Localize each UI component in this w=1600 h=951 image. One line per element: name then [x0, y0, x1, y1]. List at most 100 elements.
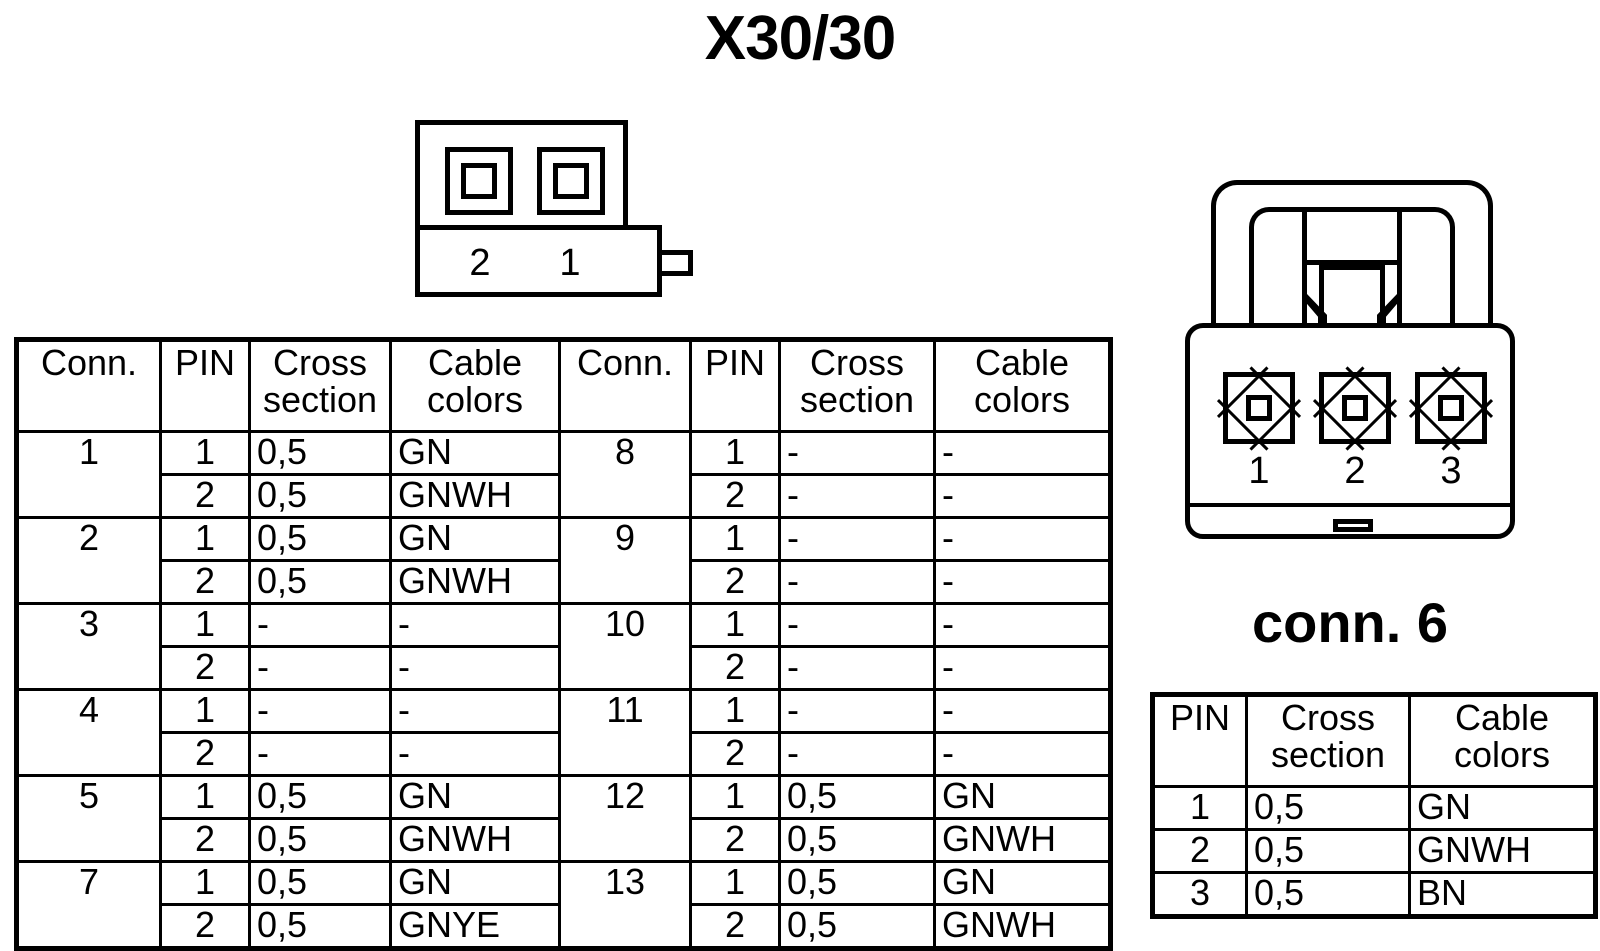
header-colors-left: Cable colors: [389, 338, 561, 433]
table-row: 2--2--: [17, 645, 1112, 691]
cell-pin-left: 1: [159, 430, 251, 476]
two-pin-connector-drawing: 2 1: [415, 120, 705, 300]
two-pin-cavity-2-inner: [461, 163, 497, 199]
cell-pin-right: 2: [689, 731, 781, 777]
cell-pin-left: 2: [159, 559, 251, 605]
cell-conn-right: 11: [558, 688, 692, 777]
cell-conn-right: 12: [558, 774, 692, 863]
cell-conn-left: 5: [15, 774, 162, 863]
three-pin-cavity-1-inner: [1246, 395, 1272, 421]
cell-cross-left: 0,5: [248, 516, 392, 562]
cell-cross-left: -: [248, 731, 392, 777]
cell-pin-right: 2: [689, 817, 781, 863]
cell-pin-right: 2: [689, 559, 781, 605]
main-table-head: Conn. PIN Cross section Cable colors Con…: [15, 338, 1112, 433]
cell-colors-left: -: [389, 602, 561, 648]
cell-pin-right: 1: [689, 602, 781, 648]
conn6-cell-pin: 3: [1151, 871, 1248, 918]
three-pin-body-divider: [1190, 503, 1510, 507]
cell-pin-right: 1: [689, 774, 781, 820]
cell-cross-right: 0,5: [778, 903, 936, 950]
three-pin-bottom-slot: [1333, 519, 1373, 532]
two-pin-cavity-1: [537, 147, 605, 215]
two-pin-connector-base: 2 1: [415, 225, 662, 297]
three-pin-label-2: 2: [1344, 450, 1366, 492]
two-pin-cavity-1-inner: [553, 163, 589, 199]
cell-colors-right: -: [933, 559, 1112, 605]
cell-colors-right: -: [933, 516, 1112, 562]
three-pin-cavity-3: [1408, 366, 1494, 451]
conn6-cell-colors: GNWH: [1408, 828, 1597, 874]
cell-pin-left: 2: [159, 473, 251, 519]
cell-pin-right: 1: [689, 516, 781, 562]
cell-conn-right: 10: [558, 602, 692, 691]
cell-cross-right: -: [778, 602, 936, 648]
header-colors-right: Cable colors: [933, 338, 1112, 433]
cell-colors-right: -: [933, 473, 1112, 519]
cell-pin-right: 1: [689, 688, 781, 734]
conn6-cell-cross: 0,5: [1245, 828, 1411, 874]
cell-conn-right: 13: [558, 860, 692, 950]
main-pinout-table: Conn. PIN Cross section Cable colors Con…: [14, 337, 1113, 951]
header-conn-left: Conn.: [15, 338, 162, 433]
two-pin-connector-housing: [415, 120, 628, 230]
cell-colors-left: -: [389, 688, 561, 734]
cell-cross-right: -: [778, 473, 936, 519]
header-cross-left: Cross section: [248, 338, 392, 433]
cell-cross-left: 0,5: [248, 817, 392, 863]
cell-cross-right: -: [778, 430, 936, 476]
cell-colors-left: GN: [389, 516, 561, 562]
cell-cross-right: 0,5: [778, 817, 936, 863]
cell-colors-left: GNWH: [389, 559, 561, 605]
cell-colors-left: -: [389, 645, 561, 691]
cell-conn-right: 8: [558, 430, 692, 519]
conn6-cell-pin: 2: [1151, 828, 1248, 874]
three-pin-tongue-bar: [1302, 260, 1402, 265]
cell-cross-right: -: [778, 731, 936, 777]
three-pin-label-3: 3: [1440, 450, 1462, 492]
three-pin-cavity-2: [1312, 366, 1398, 451]
cell-colors-right: -: [933, 688, 1112, 734]
cell-conn-left: 1: [15, 430, 162, 519]
cell-colors-right: GNWH: [933, 817, 1112, 863]
conn6-header-cross: Cross section: [1245, 693, 1411, 788]
three-pin-cavity-3-inner: [1438, 395, 1464, 421]
header-cross-right: Cross section: [778, 338, 936, 433]
cell-pin-right: 1: [689, 430, 781, 476]
conn6-table-head: PIN Cross section Cable colors: [1151, 693, 1597, 788]
cell-colors-right: -: [933, 430, 1112, 476]
two-pin-label-2: 2: [469, 242, 491, 284]
three-pin-latch-tongue: [1302, 210, 1402, 335]
cell-colors-right: -: [933, 645, 1112, 691]
page-title: X30/30: [704, 4, 897, 73]
cell-conn-left: 7: [15, 860, 162, 950]
cell-cross-right: -: [778, 645, 936, 691]
cell-cross-left: 0,5: [248, 559, 392, 605]
cell-cross-left: 0,5: [248, 860, 392, 906]
cell-colors-right: -: [933, 602, 1112, 648]
cell-pin-left: 1: [159, 516, 251, 562]
cell-cross-left: -: [248, 645, 392, 691]
cell-pin-left: 2: [159, 645, 251, 691]
cell-pin-left: 1: [159, 688, 251, 734]
cell-cross-right: 0,5: [778, 774, 936, 820]
two-pin-label-1: 1: [559, 242, 581, 284]
cell-pin-right: 2: [689, 903, 781, 950]
cell-colors-right: GN: [933, 860, 1112, 906]
cell-pin-left: 1: [159, 602, 251, 648]
header-pin-left: PIN: [159, 338, 251, 433]
header-pin-right: PIN: [689, 338, 781, 433]
cell-pin-left: 2: [159, 731, 251, 777]
cell-cross-left: -: [248, 602, 392, 648]
cell-pin-left: 2: [159, 903, 251, 950]
cell-colors-left: GN: [389, 774, 561, 820]
cell-cross-right: -: [778, 516, 936, 562]
cell-colors-right: GN: [933, 774, 1112, 820]
